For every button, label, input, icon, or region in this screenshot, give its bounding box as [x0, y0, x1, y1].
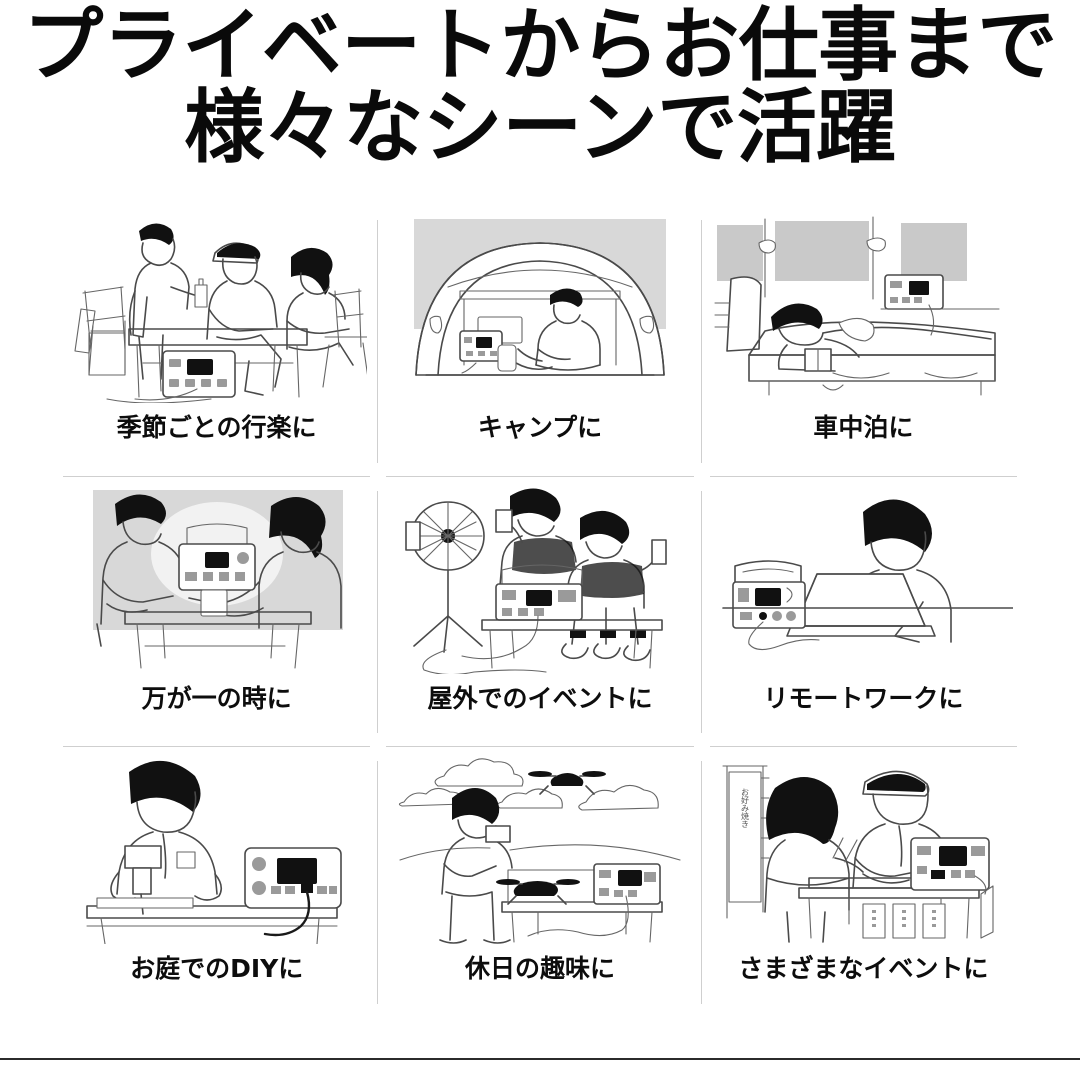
scene-cell-hobby: 休日の趣味に — [378, 747, 702, 1018]
scene-grid: 季節ごとの行楽に — [55, 206, 1025, 1018]
illustration-emergency — [61, 481, 372, 677]
scene-cell-car-camping: 車中泊に — [702, 206, 1025, 477]
scene-caption: お庭でのDIYに — [130, 954, 304, 984]
stall-banner: お好み焼き — [722, 765, 770, 919]
headline-line-2: 様々なシーンで活躍 — [184, 81, 896, 174]
power-station-icon — [910, 837, 991, 895]
scene-caption: 休日の趣味に — [464, 954, 615, 984]
bottom-divider — [0, 1058, 1080, 1060]
scene-cell-emergency: 万が一の時に — [55, 477, 379, 748]
scene-cell-camping: キャンプに — [378, 206, 702, 477]
drone-icon — [495, 879, 580, 906]
power-station-icon — [884, 274, 945, 336]
scene-cell-outdoor-event: 屋外でのイベントに — [378, 477, 702, 748]
illustration-outing — [61, 210, 372, 406]
scene-caption: リモートワークに — [763, 683, 964, 713]
power-station-icon — [732, 559, 820, 650]
illustration-garden-diy — [61, 751, 372, 947]
scene-caption: 車中泊に — [813, 413, 914, 442]
stall-banner-text: お好み焼き — [741, 788, 750, 828]
fan-icon — [405, 500, 547, 674]
scene-cell-events: お好み焼き — [702, 747, 1025, 1018]
laptop-icon — [786, 572, 937, 637]
illustration-hobby — [384, 751, 695, 947]
scene-caption: 万が一の時に — [141, 683, 292, 713]
illustration-remote-work — [708, 481, 1019, 677]
drill-icon — [123, 845, 162, 916]
scene-cell-remote-work: リモートワークに — [702, 477, 1025, 748]
illustration-outdoor-event — [384, 481, 695, 677]
illustration-car-camping — [708, 210, 1019, 406]
headline-line-1: プライベートからお仕事まで — [23, 0, 1057, 92]
headline: プライベートからお仕事まで 様々なシーンで活躍 — [0, 0, 1080, 174]
scene-caption: キャンプに — [477, 413, 603, 442]
scene-caption: 屋外でのイベントに — [427, 683, 653, 713]
power-station-icon — [134, 350, 236, 401]
menu-placards — [862, 903, 946, 939]
scene-cell-outing: 季節ごとの行楽に — [55, 206, 379, 477]
illustration-events: お好み焼き — [708, 751, 1019, 947]
scene-caption: さまざまなイベントに — [738, 954, 989, 984]
cloud-icon — [398, 758, 659, 811]
scene-caption: 季節ごとの行楽に — [116, 413, 317, 442]
illustration-camping — [384, 210, 695, 406]
power-station-icon — [243, 847, 342, 937]
power-station-icon — [527, 863, 661, 937]
scene-cell-garden-diy: お庭でのDIYに — [55, 747, 379, 1018]
drone-icon — [527, 771, 606, 796]
